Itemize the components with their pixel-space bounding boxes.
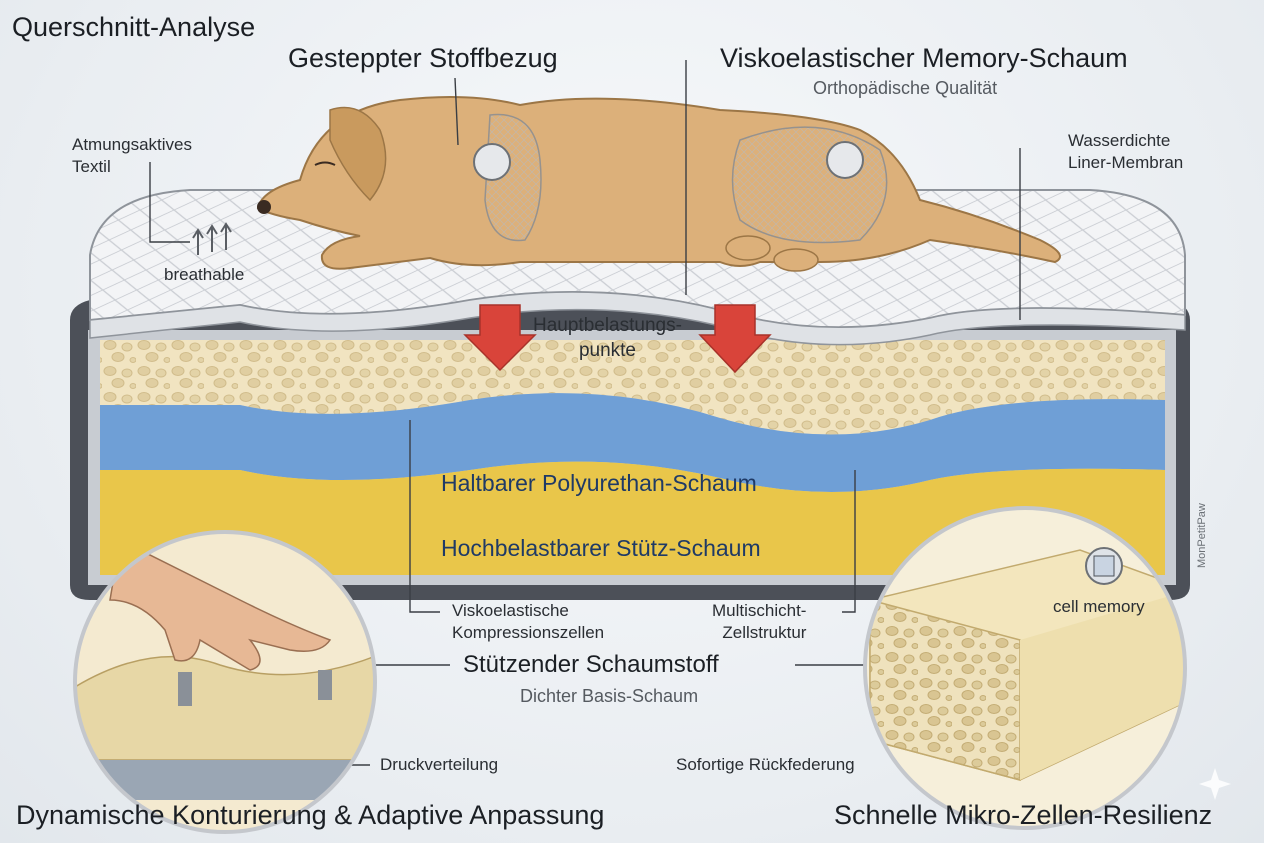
- label-cell-memory: cell memory: [1053, 597, 1145, 616]
- label-breathable-textile: Atmungsaktives Textil: [72, 135, 192, 176]
- label-support-foam-sub: Dichter Basis-Schaum: [520, 686, 699, 706]
- sparkle-icon: [1199, 768, 1231, 800]
- label-liner: Wasserdichte Liner-Membran: [1068, 131, 1184, 172]
- label-support-layer: Hochbelastbarer Stütz-Schaum: [441, 535, 761, 561]
- label-pressure-distribution: Druckverteilung: [380, 755, 499, 774]
- label-pressure-points: Hauptbelastungs- punkte: [533, 315, 682, 361]
- label-cover: Gesteppter Stoffbezug: [288, 43, 558, 73]
- label-rebound: Sofortige Rückfederung: [676, 755, 855, 774]
- right-inset-caption: Schnelle Mikro-Zellen-Resilienz: [834, 800, 1213, 830]
- left-inset-caption: Dynamische Konturierung & Adaptive Anpas…: [16, 800, 605, 830]
- label-polyurethane: Haltbarer Polyurethan-Schaum: [441, 470, 757, 496]
- label-compression-cells: Viskoelastische Kompressionszellen: [452, 601, 605, 642]
- label-multilayer: Multischicht- Zellstruktur: [712, 601, 807, 642]
- label-support-foam: Stützender Schaumstoff: [463, 651, 719, 678]
- dog-illustration: [256, 95, 1061, 272]
- breathable-arrows: [192, 222, 232, 255]
- page-title: Querschnitt-Analyse: [12, 12, 256, 42]
- label-breathable-tag: breathable: [164, 265, 245, 284]
- label-memory-foam-sub: Orthopädische Qualität: [813, 78, 998, 98]
- left-inset-circle: [73, 530, 377, 834]
- pressure-arrows: [463, 304, 772, 374]
- label-memory-foam: Viskoelastischer Memory-Schaum: [720, 43, 1128, 73]
- watermark: MonPetitPaw: [1196, 503, 1208, 568]
- right-inset-circle: [863, 506, 1187, 830]
